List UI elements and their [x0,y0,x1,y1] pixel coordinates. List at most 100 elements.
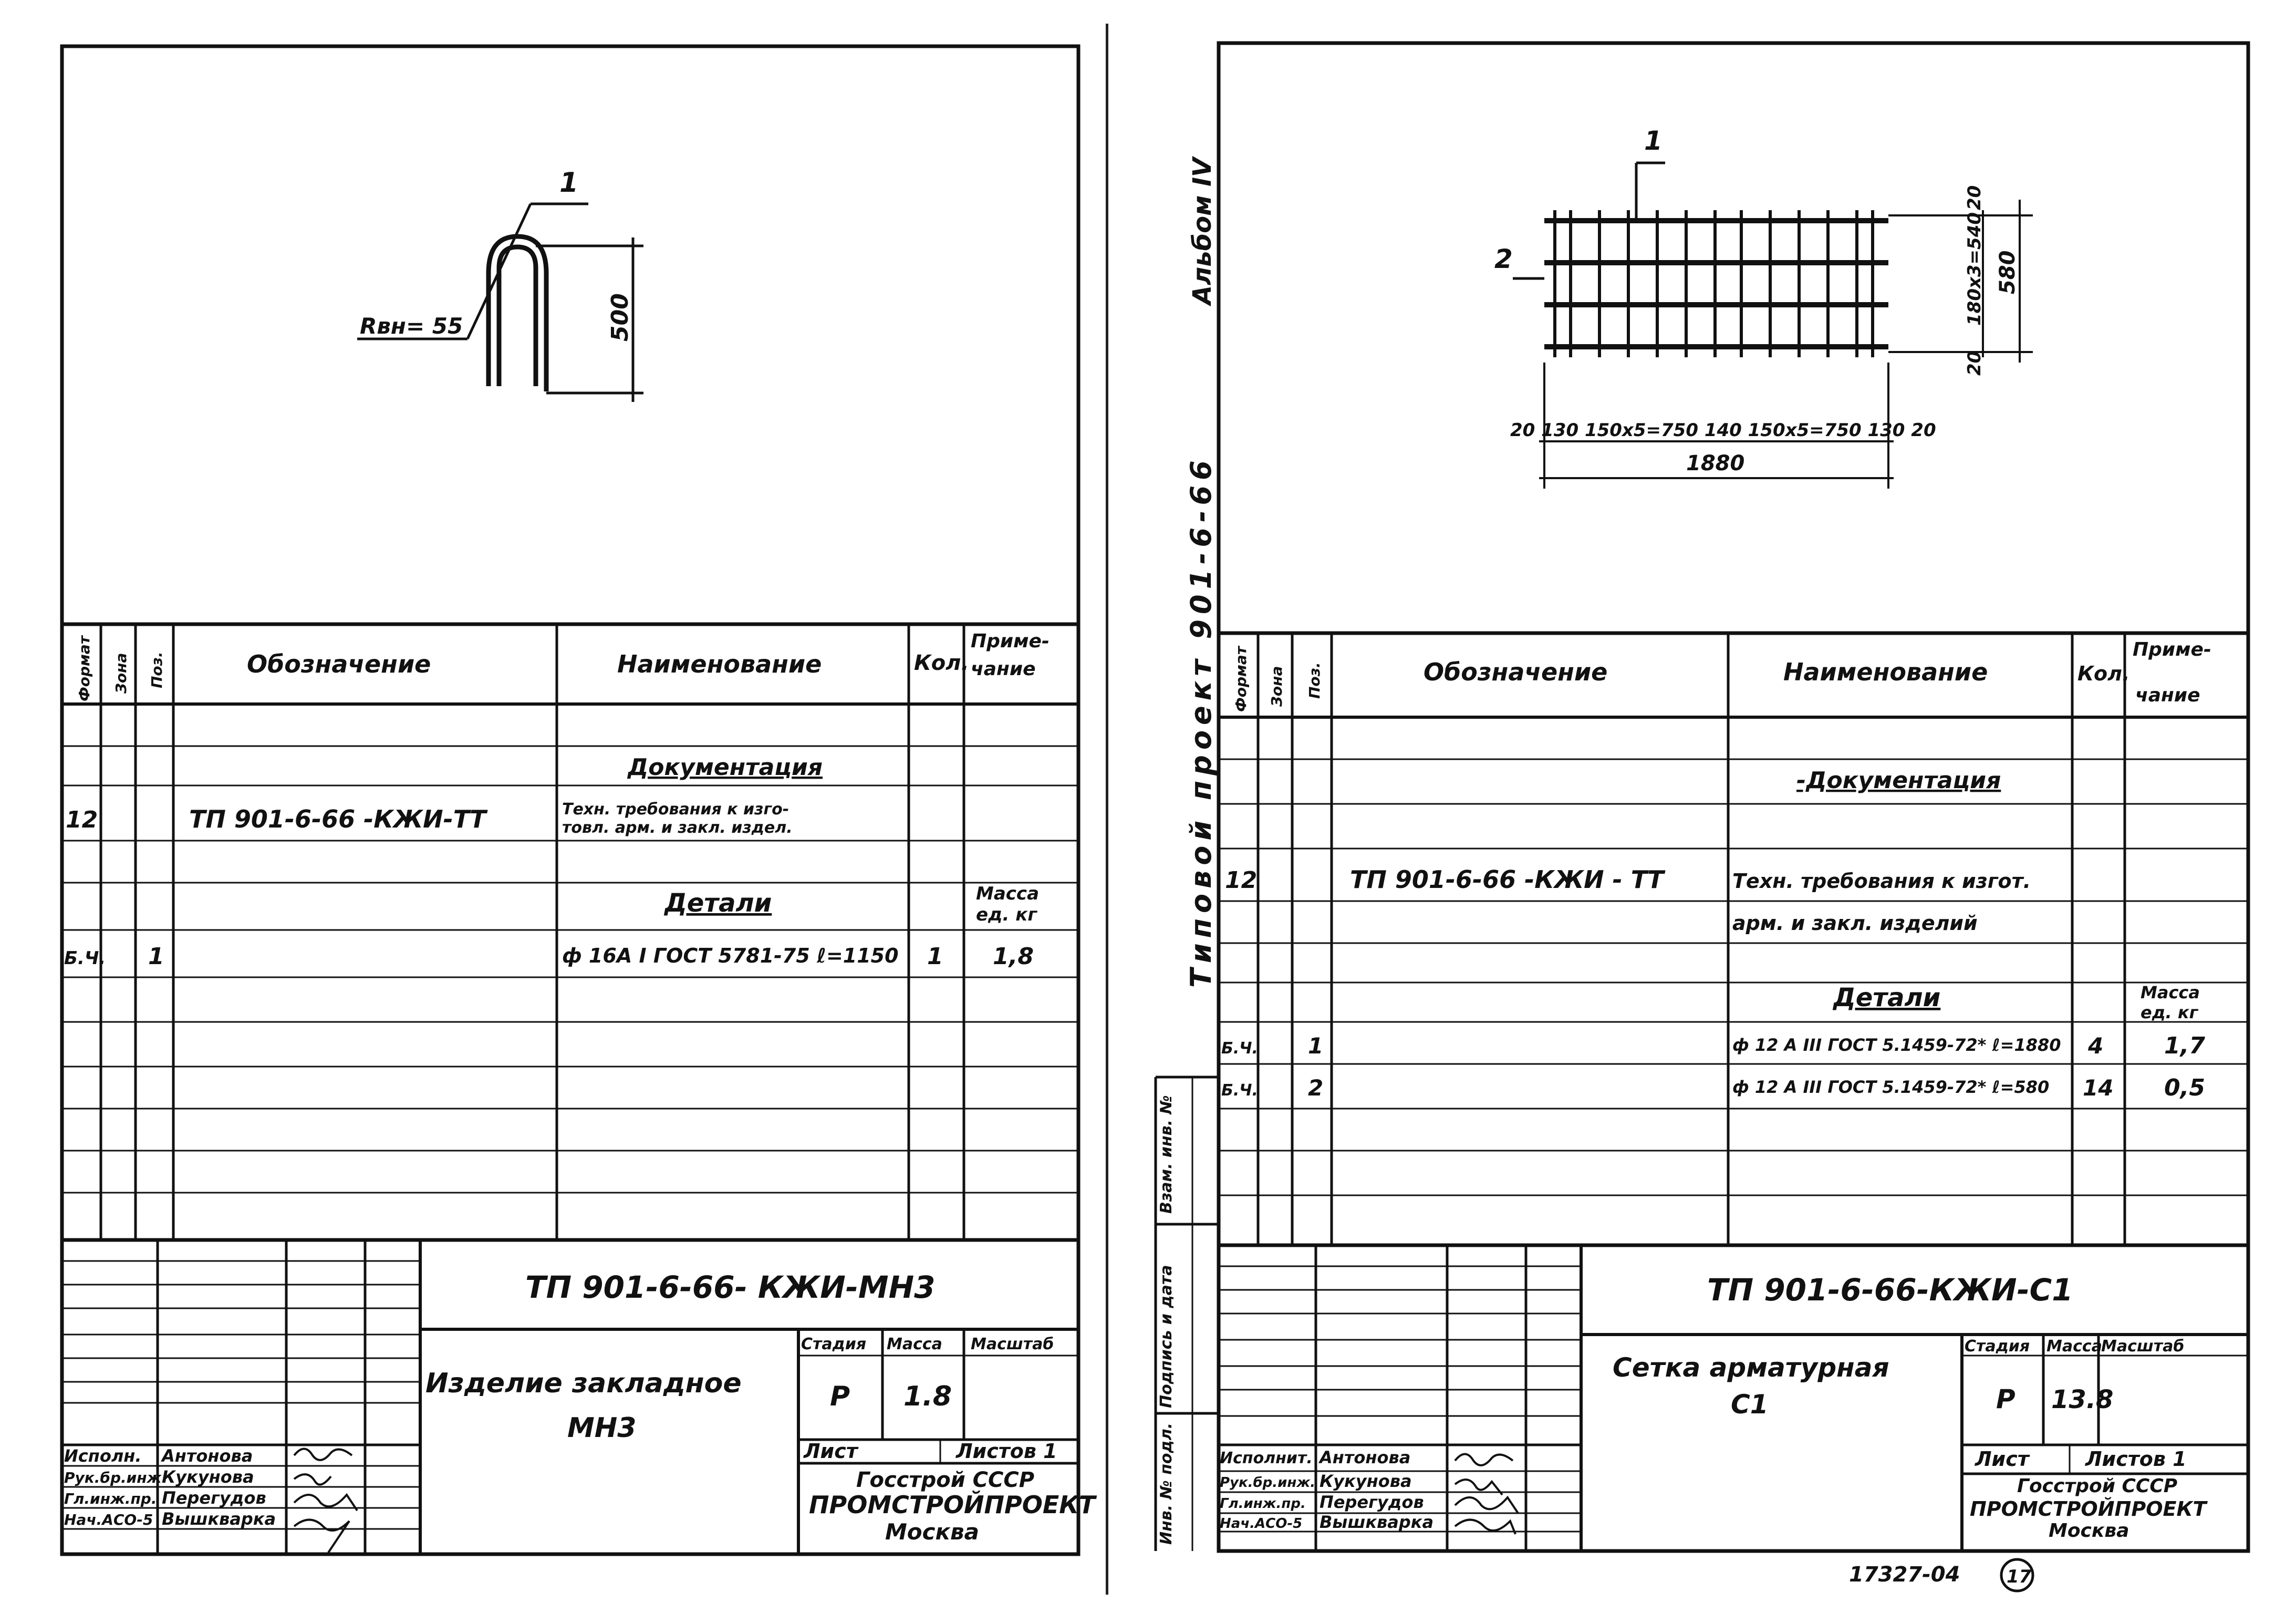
drawing-height-dim: 500 [607,293,633,342]
mass-note-2: ед. кг [976,904,1037,925]
col-name-right: Наименование [1783,658,1988,686]
detail-row-2-qty: 14 [2083,1075,2113,1101]
detail-row-2-pos: 2 [1308,1075,1323,1101]
sheets-label: Листов 1 [955,1440,1057,1463]
doc-row-designation-right: ТП 901-6-66 -КЖИ - ТТ [1350,865,1666,894]
role-4-name: Вышкварка [162,1509,276,1529]
section-docs-right: -Документация [1796,767,2001,794]
stage-value: Р [830,1381,850,1412]
mesh-dim-mid: 180x3=540 [1964,212,1985,326]
mesh-pos-2: 2 [1494,244,1513,274]
role-3: Гл.инж.пр. [64,1490,157,1507]
mass-value-right: 13.8 [2051,1385,2113,1414]
title-block-grid-right [1219,1245,2248,1551]
role-2-name: Кукунова [162,1467,254,1487]
mesh-pos-1: 1 [1644,126,1663,156]
mass-label: Масса [887,1335,942,1353]
stamp-field-3: Инв. № подл. [1157,1423,1176,1545]
col-qty-right: Кол. [2077,662,2129,685]
title-code: ТП 901-6-66- КЖИ-МН3 [525,1269,935,1305]
role-2-right: Рук.бр.инж. [1220,1475,1315,1491]
col-format-right: Формат [1232,645,1250,712]
doc-row-name-2: товл. арм. и закл. издел. [562,819,793,837]
role-1-name: Антонова [160,1446,253,1466]
org-line-2-right: ПРОМСТРОЙПРОЕКТ [1970,1497,2208,1521]
col-zone-right: Зона [1268,666,1285,707]
drawing-radius-label: Rвн= 55 [360,313,463,339]
role-3-name: Перегудов [162,1488,266,1508]
col-format: Формат [76,635,93,701]
sheet-divider [1106,24,1108,1595]
scale-label: Масштаб [971,1335,1054,1353]
org-line-3: Москва [885,1519,979,1545]
sheet-label-right: Лист [1975,1447,2030,1471]
detail-row-pos: 1 [148,943,164,970]
stage-value-right: Р [1996,1384,2016,1414]
section-details: Детали [663,888,772,918]
role-1: Исполн. [64,1446,142,1466]
sheet-label: Лист [803,1440,859,1463]
detail-row-1-name: ф 12 А III ГОСТ 5.1459-72* ℓ=1880 [1732,1035,2061,1055]
side-album-label: Альбом IV [1188,156,1217,307]
mass-value: 1.8 [903,1381,952,1412]
role-4: Нач.АСО-5 [64,1511,153,1528]
org-line-3-right: Москва [2049,1520,2129,1542]
col-note-2-right: чание [2135,685,2200,706]
doc-row-designation: ТП 901-6-66 -КЖИ-ТТ [189,805,488,833]
section-details-right: Детали [1832,983,1940,1012]
side-project-label: Типовой проект 901-6-66 [1185,455,1218,988]
mesh-dim-total-h: 580 [1996,251,2020,295]
signatures-right [1454,1453,1519,1535]
col-zone: Зона [112,653,130,694]
detail-row-1-qty: 4 [2087,1033,2103,1059]
detail-row-2-note: 0,5 [2164,1074,2205,1101]
hook-drawing [357,202,643,402]
doc-row-format: 12 [66,806,98,833]
title-line-2: МН3 [567,1412,636,1444]
detail-row-name: ф 16А I ГОСТ 5781-75 ℓ=1150 [562,944,899,967]
doc-row-name-1: Техн. требования к изго- [562,800,789,819]
org-line-1-right: Госстрой СССР [2017,1475,2177,1497]
detail-row-2-format: Б.Ч. [1221,1081,1258,1100]
col-pos: Поз. [148,652,165,688]
footer-number: 17327-04 [1849,1563,1960,1587]
title-line-1: Изделие закладное [425,1368,742,1399]
col-name: Наименование [617,650,822,678]
spec-table-grid-right [1219,631,2248,1247]
mass-label-right: Масса [2046,1337,2102,1356]
doc-row-name-1-right: Техн. требования к изгот. [1732,870,2031,893]
drawing-pos-label: 1 [559,167,578,199]
org-line-2: ПРОМСТРОЙПРОЕКТ [809,1491,1097,1519]
detail-row-1-pos: 1 [1308,1033,1323,1059]
detail-row-qty: 1 [927,943,943,970]
role-4-right: Нач.АСО-5 [1220,1516,1302,1532]
sheets-label-right: Листов 1 [2085,1447,2187,1471]
title-block-grid [62,1240,1078,1554]
detail-row-1-note: 1,7 [2164,1032,2205,1059]
section-docs: Документация [627,754,823,781]
role-1-name-right: Антонова [1318,1447,1410,1467]
mesh-dim-bottom: 20 [1964,351,1985,376]
role-2-name-right: Кукунова [1320,1471,1412,1491]
org-line-1: Госстрой СССР [856,1468,1034,1492]
doc-row-format-right: 12 [1225,867,1257,894]
mesh-dim-total-w: 1880 [1686,451,1744,475]
stamp-field-1: Взам. инв. № [1157,1095,1176,1214]
stage-label-right: Стадия [1965,1337,2030,1356]
col-note-2: чание [971,658,1036,680]
left-sheet: 1 Rвн= 55 500 Формат Зона Поз. Обозначен… [60,44,1097,1556]
detail-row-1-format: Б.Ч. [1221,1039,1258,1058]
detail-row-format: Б.Ч. [64,948,106,969]
detail-row-2-name: ф 12 А III ГОСТ 5.1459-72* ℓ=580 [1732,1077,2049,1097]
col-note-1: Приме- [971,630,1050,652]
mass-note-1: Масса [976,883,1039,904]
page-circle [2000,1558,2034,1593]
col-pos-right: Поз. [1306,662,1323,699]
role-4-name-right: Вышкварка [1320,1512,1433,1532]
col-designation: Обозначение [247,650,431,678]
spec-table-grid [62,622,1078,1242]
signatures [293,1447,358,1554]
col-note-1-right: Приме- [2133,639,2211,660]
page-number: 17 [2007,1566,2032,1587]
stamp-field-2: Подпись и дата [1157,1265,1176,1408]
